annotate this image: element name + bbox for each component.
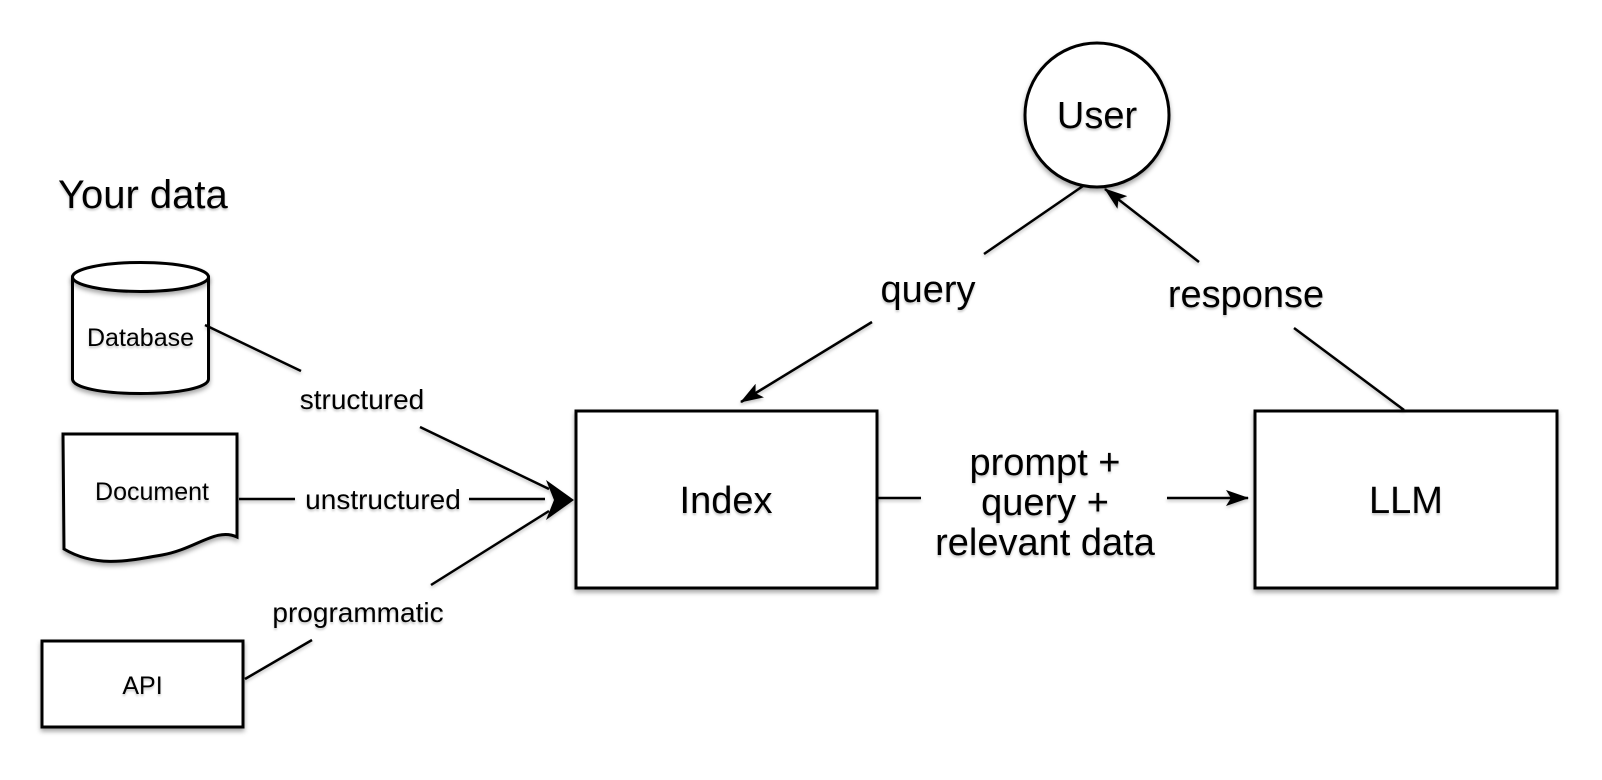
database-label: Database (87, 324, 194, 352)
edge-response: response (1104, 188, 1405, 412)
database-cylinder-top (71, 261, 210, 293)
edge-programmatic: programmatic (244, 509, 550, 681)
edge-response-label: response (1168, 274, 1324, 316)
document-label: Document (95, 478, 209, 506)
edge-prompt: prompt + query + relevant data (877, 442, 1249, 564)
llm-node: LLM (1253, 409, 1559, 590)
document-shape (61, 432, 239, 563)
edge-structured: structured (204, 323, 550, 491)
edge-structured-label: structured (300, 384, 425, 415)
user-label: User (1057, 95, 1138, 137)
edge-prompt-label-line-2: query + (981, 482, 1109, 524)
edge-programmatic-segment-2 (430, 509, 550, 587)
edge-response-segment-2 (1104, 188, 1200, 263)
edge-prompt-label-line-1: prompt + (969, 442, 1120, 484)
llm-label: LLM (1369, 480, 1443, 522)
edge-prompt-label-line-3: relevant data (935, 522, 1156, 564)
api-shape (40, 639, 245, 729)
edge-programmatic-segment-1 (244, 638, 313, 681)
your-data-title: Your data (58, 173, 229, 217)
index-node: Index (574, 409, 879, 590)
edge-unstructured: unstructured (239, 484, 545, 515)
database-cylinder-body (71, 275, 210, 396)
edge-query-label: query (880, 269, 975, 311)
edge-response-segment-1 (1293, 326, 1405, 412)
document-node: Document (61, 432, 239, 563)
user-node: User (1023, 41, 1171, 189)
edge-query-segment-2 (740, 320, 873, 404)
edge-query-segment-1 (983, 184, 1084, 256)
api-node: API (40, 639, 245, 729)
edge-unstructured-label: unstructured (305, 484, 461, 515)
api-label: API (122, 672, 162, 700)
edge-structured-segment-1 (204, 323, 302, 373)
edge-structured-segment-2 (419, 425, 550, 491)
database-node: Database (71, 261, 210, 396)
index-shape (574, 409, 879, 590)
llm-shape (1253, 409, 1559, 590)
index-label: Index (680, 480, 773, 522)
edge-query: query (740, 184, 1084, 404)
user-shape (1023, 41, 1171, 189)
converge-arrowhead-icon (546, 480, 574, 520)
edge-programmatic-label: programmatic (272, 597, 443, 628)
